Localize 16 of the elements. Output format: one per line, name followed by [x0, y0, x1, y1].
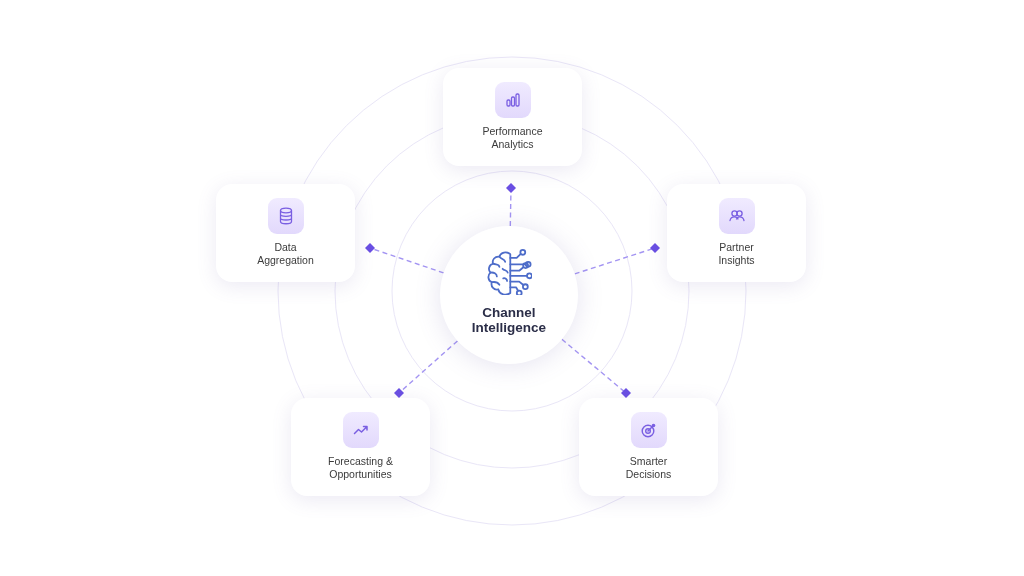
- info-card: [579, 398, 718, 496]
- card-label: Data Aggregation: [256, 241, 315, 267]
- card-label: Smarter Decisions: [624, 455, 673, 481]
- dashed-connector: [561, 338, 631, 398]
- info-card: [216, 184, 355, 282]
- card-label: Partner Insights: [717, 241, 756, 267]
- hub-title: Channel Intelligence: [470, 305, 548, 335]
- info-card: [667, 184, 806, 282]
- card-label: Forecasting & Opportunities: [327, 455, 394, 481]
- info-card: [291, 398, 430, 496]
- dashed-connector: [506, 183, 516, 227]
- dashed-connector: [573, 243, 660, 275]
- dashed-connector: [394, 340, 459, 398]
- card-label: Performance Analytics: [481, 125, 544, 151]
- dashed-connector: [365, 243, 445, 274]
- info-card: [443, 68, 582, 166]
